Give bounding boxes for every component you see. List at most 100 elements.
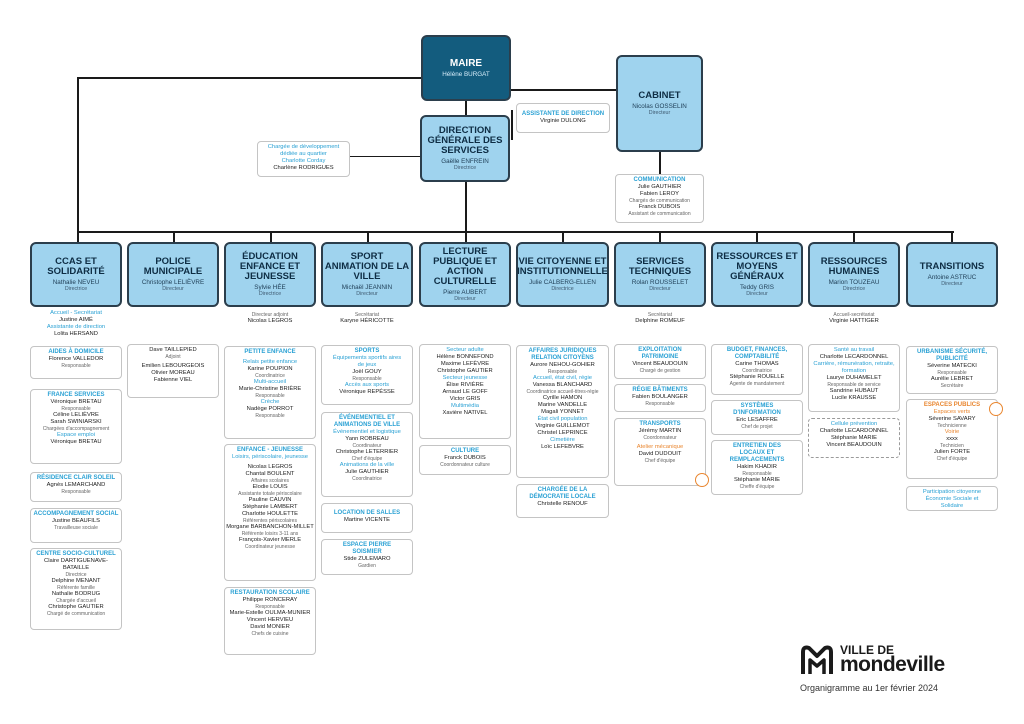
- dept-ressources-moyens: RESSOURCES ET MOYENS GÉNÉRAUX Teddy GRIS…: [711, 242, 803, 307]
- line-left-vertical: [77, 77, 79, 242]
- role: Responsable: [352, 376, 382, 382]
- card-title: ENFANCE - JEUNESSE: [236, 447, 303, 453]
- communication-card: COMMUNICATION Julie GAUTHIER Fabien LERO…: [615, 174, 704, 223]
- person: Justine BEAUFILS: [51, 518, 100, 524]
- assistant-card: ASSISTANTE DE DIRECTION Virginie DULONG: [516, 103, 610, 133]
- role: Chargé de communication: [46, 611, 106, 617]
- card-prevention: Cellule prévention Charlotte LECARDONNEL…: [808, 418, 900, 458]
- role: Chargée d'accueil: [56, 598, 96, 604]
- person: Stide ZULEMARO: [343, 556, 391, 562]
- dept-role: Directrice: [258, 291, 282, 297]
- person: Karyne HÉRICOTTE: [340, 318, 394, 324]
- person: Charlotte LECARDONNEL: [819, 428, 889, 434]
- communication-role2: Assistant de communication: [628, 211, 691, 217]
- card-culture: CULTURE Franck DUBOIS Coordonnateur cult…: [419, 445, 511, 475]
- person: Xavière NATIVEL: [442, 410, 488, 416]
- person: Jérémy MARTIN: [638, 428, 682, 434]
- drop-2: [173, 232, 175, 242]
- card-restauration: RESTAURATION SCOLAIRE Philippe RONCERAY …: [224, 587, 316, 655]
- person: Emilien LEBOURGEOIS: [141, 363, 205, 369]
- person: Christelle RENOUF: [537, 501, 588, 507]
- person: Marie-Estelle OULMA-MUNIER: [229, 610, 311, 616]
- label: Atelier mécanique: [636, 444, 684, 450]
- education-staff: Directeur adjoint Nicolas LEGROS: [224, 312, 316, 325]
- role: Responsable: [937, 370, 967, 376]
- role: Coordonnateur culture: [440, 462, 490, 468]
- card-title: BUDGET, FINANCES, COMPTABILITÉ: [726, 347, 788, 360]
- logo-caption: Organigramme au 1er février 2024: [800, 683, 939, 693]
- mondeville-logo-icon: [801, 645, 833, 674]
- line-mayor-dgs: [465, 101, 467, 115]
- label: Secrétariat: [647, 312, 673, 318]
- person: Carine THOMAS: [735, 361, 779, 367]
- rh-staff: Accueil-secrétariat Virginie HATTIGER: [808, 312, 900, 325]
- person: Nicolas LEGROS: [247, 464, 293, 470]
- dept-role: Directrice: [551, 286, 574, 292]
- role: Chargées d'accompagnement: [42, 426, 110, 432]
- card-systemes: SYSTÈMES D'INFORMATION Eric LESAFFRE Che…: [711, 400, 803, 435]
- person: Delphine MENANT: [51, 578, 101, 584]
- card-title: ESPACES PUBLICS: [923, 402, 981, 408]
- charge-sub: Charlotte Corday: [281, 158, 326, 164]
- card-centre-socio: CENTRE SOCIO-CULTUREL Claire DARTIGUENAV…: [30, 548, 122, 630]
- person: Hélène BONNEFOND: [436, 354, 494, 360]
- person: Olivier MOREAU: [151, 370, 195, 376]
- role: Responsable: [61, 363, 91, 369]
- role: Responsable: [255, 604, 285, 610]
- role: Cheffe d'équipe: [739, 484, 775, 490]
- person: Eric LESAFFRE: [736, 417, 778, 423]
- label: Accueil-secrétariat: [833, 312, 875, 318]
- card-residence: RÉSIDENCE CLAIR SOLEIL Agnès LEMARCHAND …: [30, 472, 122, 502]
- card-title: ÉVÉNEMENTIEL ET ANIMATIONS DE VILLE: [333, 415, 401, 428]
- person: Marine VANDELLE: [537, 402, 588, 408]
- role: Responsable: [547, 369, 578, 375]
- person: Christophe LETERRIER: [335, 449, 399, 455]
- line-cabinet-down: [659, 152, 661, 174]
- drop-1: [77, 232, 79, 242]
- dept-role: Directeur: [454, 296, 476, 302]
- person: Véronique BRETAU: [50, 439, 102, 445]
- card-espaces-publics: ESPACES PUBLICS Espaces verts Séverine S…: [906, 399, 998, 479]
- role: Directrice: [65, 572, 87, 578]
- dgs-name: Gaëlle ENFREIN: [441, 158, 489, 165]
- person: Vanessa BLANCHARD: [532, 382, 593, 388]
- dept-role: Directeur: [746, 291, 768, 297]
- role: Gardien: [358, 563, 376, 569]
- person: Magali YONNET: [541, 409, 584, 415]
- charge-card: Chargée de développement dédiée au quart…: [257, 141, 350, 177]
- card-budget: BUDGET, FINANCES, COMPTABILITÉ Carine TH…: [711, 344, 803, 395]
- role: Responsable de service: [827, 382, 881, 388]
- label: Relais petite enfance: [242, 359, 298, 365]
- drop-9: [853, 232, 855, 242]
- label: Cellule prévention: [830, 421, 878, 427]
- person: Lucile KRAUSSE: [831, 395, 877, 401]
- card-evenementiel: ÉVÉNEMENTIEL ET ANIMATIONS DE VILLE Évén…: [321, 412, 413, 497]
- role: Technicien: [940, 443, 964, 449]
- ccas-staff: Accueil - Secrétariat Justine AIMÉ Assis…: [30, 310, 122, 338]
- label: Multi-accueil: [253, 379, 287, 385]
- label: Secrétariat: [354, 312, 380, 318]
- card-title: AIDES À DOMICILE: [48, 349, 104, 355]
- card-police: Dave TAILLEPIED Adjoint Emilien LEBOURGE…: [127, 344, 219, 398]
- person: Véronique REPÉSSE: [339, 389, 395, 395]
- person: Delphine ROMEUF: [635, 318, 685, 324]
- person: Karine POUPION: [247, 366, 293, 372]
- dept-title: SPORT ANIMATION DE LA VILLE: [324, 251, 410, 282]
- person: Nadège PORROT: [246, 406, 294, 412]
- role: Coordinateur: [352, 443, 382, 449]
- role: Agente de mandatement: [729, 381, 785, 387]
- role: Référente loisirs 3-11 ans: [241, 531, 299, 537]
- mayor-box: MAIRE Hélène BURGAT: [421, 35, 511, 101]
- person: Sarah SWINIARSKI: [50, 419, 102, 425]
- assistant-title: ASSISTANTE DE DIRECTION: [521, 111, 605, 117]
- card-democratie: CHARGÉE DE LA DÉMOCRATIE LOCALE Christel…: [516, 484, 609, 518]
- dept-title: RESSOURCES HUMAINES: [820, 256, 888, 277]
- person: Yann ROBREAU: [345, 436, 389, 442]
- person: Chantal BOULENT: [245, 471, 295, 477]
- dept-title: VIE CITOYENNE ET INSTITUTIONNELLE: [517, 256, 608, 277]
- person: Vincent HERVIEU: [246, 617, 294, 623]
- person: Martine VICENTE: [343, 517, 391, 523]
- person: Virginie HATTIGER: [829, 318, 879, 324]
- person: Pauline CAUVIN: [248, 497, 292, 503]
- dept-role: Directrice: [64, 286, 88, 292]
